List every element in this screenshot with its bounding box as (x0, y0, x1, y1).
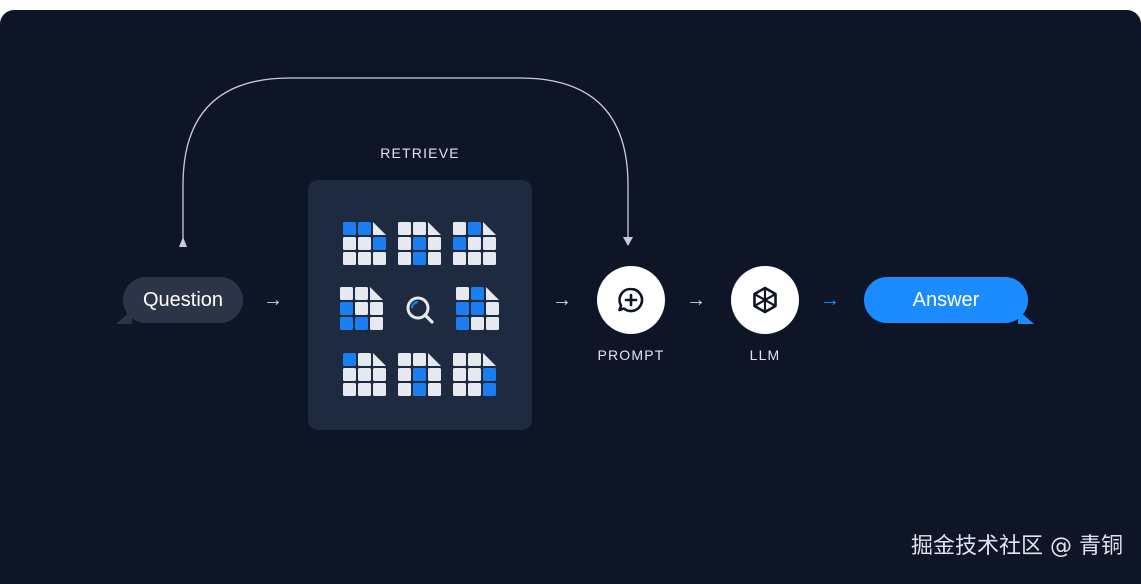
hexagon-cube-icon (753, 286, 777, 314)
document-grid (340, 222, 499, 396)
document-icon (453, 222, 496, 265)
answer-label: Answer (912, 288, 980, 311)
llm-node (731, 266, 799, 334)
prompt-label: PROMPT (597, 347, 665, 363)
retrieve-label: RETRIEVE (380, 145, 460, 161)
answer-bubble: Answer (864, 277, 1028, 323)
arrow-retrieve-to-prompt: → (552, 289, 572, 311)
llm-label: LLM (749, 347, 781, 363)
arrow-prompt-to-llm: → (686, 289, 706, 311)
bypass-start-marker (179, 237, 187, 247)
document-icon (343, 353, 386, 396)
document-icon (456, 287, 499, 330)
bypass-connector (179, 77, 633, 247)
bypass-line (182, 77, 629, 240)
question-bubble: Question (123, 277, 243, 323)
retrieve-panel (308, 180, 532, 430)
arrow-llm-to-answer: → (820, 289, 840, 311)
diagram-canvas: RETRIEVE Question → (0, 10, 1141, 584)
question-label: Question (142, 288, 224, 311)
document-icon (340, 287, 383, 330)
bypass-arrowhead (623, 237, 633, 246)
document-icon (398, 353, 441, 396)
document-icon (398, 222, 441, 265)
search-icon (406, 296, 434, 324)
watermark: 掘金技术社区 @ 青铜 (911, 534, 1123, 559)
chat-plus-icon (618, 287, 644, 313)
arrow-question-to-retrieve: → (263, 289, 283, 311)
prompt-node (597, 266, 665, 334)
document-icon (343, 222, 386, 265)
document-icon (453, 353, 496, 396)
